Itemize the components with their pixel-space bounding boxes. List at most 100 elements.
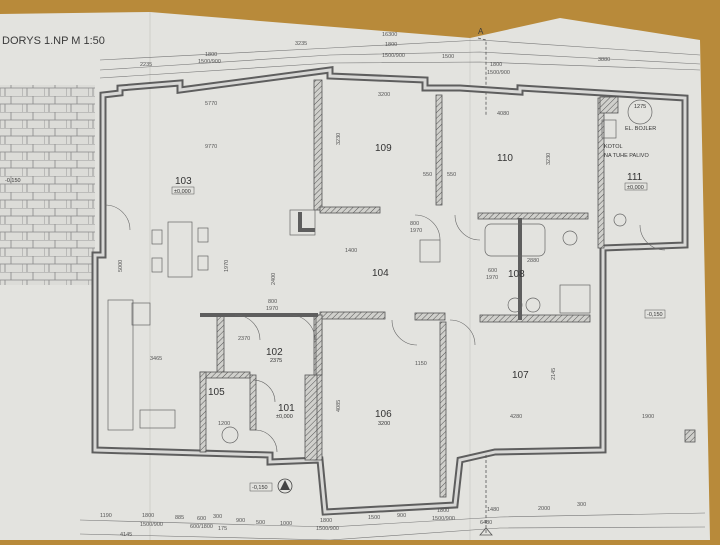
dim-label: 1800 bbox=[205, 52, 217, 58]
room-number: 110 bbox=[497, 153, 513, 164]
plan-title: DORYS 1.NP M 1:50 bbox=[2, 35, 105, 47]
toilet bbox=[562, 230, 578, 246]
room-level: 2375 bbox=[270, 358, 282, 364]
room-104: 104 bbox=[372, 268, 389, 279]
dim-label: 550 bbox=[423, 172, 432, 178]
dim-label: 3880 bbox=[598, 57, 610, 63]
entrance-symbol-icon bbox=[277, 478, 293, 494]
bathtub bbox=[484, 223, 546, 257]
room-level: 3200 bbox=[378, 421, 390, 427]
dim-label: 1190 bbox=[100, 513, 112, 519]
level-entrance: -0,150 bbox=[252, 485, 268, 491]
chair bbox=[197, 227, 209, 243]
dim-label: 1000 bbox=[280, 521, 292, 527]
dim-label: 500 bbox=[256, 520, 265, 526]
washbasin bbox=[525, 297, 541, 313]
dim-label: 1500/900 bbox=[432, 516, 455, 522]
dim-label: 1500/900 bbox=[140, 522, 163, 528]
dim-label: 3230 bbox=[546, 153, 552, 165]
level-outside-right: -0,150 bbox=[647, 312, 663, 318]
furniture bbox=[107, 96, 696, 444]
dim-label: 1480 bbox=[487, 507, 499, 513]
dining-table bbox=[167, 221, 193, 278]
chair bbox=[151, 257, 163, 273]
exterior-walls-inner bbox=[93, 68, 687, 514]
toilet bbox=[221, 426, 239, 444]
boiler-circle bbox=[627, 99, 653, 125]
dim-label: 1970 bbox=[266, 306, 278, 312]
dim-label: 1500/900 bbox=[382, 53, 405, 59]
dim-label: 1200 bbox=[218, 421, 230, 427]
dim-label: 800 bbox=[410, 221, 419, 227]
dim-label: 175 bbox=[218, 526, 227, 532]
dim-label: 5000 bbox=[118, 260, 124, 272]
dim-label: 1970 bbox=[486, 275, 498, 281]
dim-label: 1970 bbox=[410, 228, 422, 234]
room-number: 105 bbox=[208, 387, 225, 398]
kotol-label-2: NA TUHE PALIVO bbox=[604, 153, 649, 159]
room-number: 111 bbox=[627, 172, 643, 183]
kitchen-counter bbox=[107, 299, 134, 431]
dim-label: 4080 bbox=[497, 111, 509, 117]
dim-label: 300 bbox=[213, 514, 222, 520]
boiler-label: EL. BOJLER bbox=[625, 126, 656, 132]
dim-label: 1800 bbox=[437, 508, 449, 514]
room-109: 109 bbox=[375, 143, 392, 154]
kotol-label: KOTOL bbox=[604, 144, 623, 150]
dim-label: 9770 bbox=[205, 144, 217, 150]
chair bbox=[197, 255, 209, 271]
dim-label: 900 bbox=[397, 513, 406, 519]
dim-label: 4280 bbox=[510, 414, 522, 420]
room-number: 103 bbox=[175, 176, 192, 187]
cooktop bbox=[131, 302, 151, 326]
stair-hatch bbox=[419, 239, 441, 263]
section-marker-label: A bbox=[478, 27, 484, 36]
dim-label: 2235 bbox=[140, 62, 152, 68]
level-outside-left: -0,150 bbox=[5, 178, 21, 184]
paving-area bbox=[0, 85, 95, 285]
dim-label: 3200 bbox=[378, 92, 390, 98]
dim-label: 3235 bbox=[295, 41, 307, 47]
dim-label: 1800 bbox=[142, 513, 154, 519]
dim-label: 3230 bbox=[336, 133, 342, 145]
top-dimensions: 2235 1800 1500/900 3235 16300 1800 1500/… bbox=[99, 32, 701, 178]
dim-label: 2000 bbox=[538, 506, 550, 512]
dim-label: 2880 bbox=[527, 258, 539, 264]
dim-label: 1800 bbox=[320, 518, 332, 524]
dim-label: 885 bbox=[175, 515, 184, 521]
section-marker-top: A bbox=[477, 27, 487, 115]
dim-label: 2145 bbox=[551, 368, 557, 380]
dim-label: 16300 bbox=[382, 32, 397, 38]
dim-label: 1800 bbox=[490, 62, 502, 68]
dim-label: 600 bbox=[488, 268, 497, 274]
dim-label: 600/1800 bbox=[190, 524, 213, 530]
boiler-dimension: 1275 bbox=[634, 104, 646, 110]
washbasin bbox=[507, 297, 523, 313]
room-number: 108 bbox=[508, 269, 525, 280]
room-107: 107 bbox=[512, 370, 529, 381]
dim-label: 300 bbox=[577, 502, 586, 508]
shower bbox=[559, 284, 591, 314]
pillar bbox=[684, 429, 696, 443]
dim-label: 1500/900 bbox=[198, 59, 221, 65]
chair bbox=[151, 229, 163, 245]
room-number: 104 bbox=[372, 268, 389, 279]
room-level: ±0,000 bbox=[174, 189, 191, 195]
dim-label: 900 bbox=[236, 518, 245, 524]
dim-label: 1800 bbox=[385, 42, 397, 48]
chimney-flue bbox=[599, 96, 619, 114]
sink bbox=[139, 409, 176, 429]
chimney bbox=[289, 209, 316, 236]
dim-label: 1500/900 bbox=[487, 70, 510, 76]
dim-label: 4085 bbox=[336, 400, 342, 412]
inner-dimensions: 3465 1970 1400 2400 1150 2370 4085 3230 … bbox=[118, 133, 654, 427]
room-number: 101 bbox=[278, 403, 295, 414]
room-111: 111±0,000 bbox=[624, 172, 648, 191]
dim-label: 2400 bbox=[271, 273, 277, 285]
dim-label: 1900 bbox=[642, 414, 654, 420]
dim-label: 1150 bbox=[415, 361, 427, 367]
